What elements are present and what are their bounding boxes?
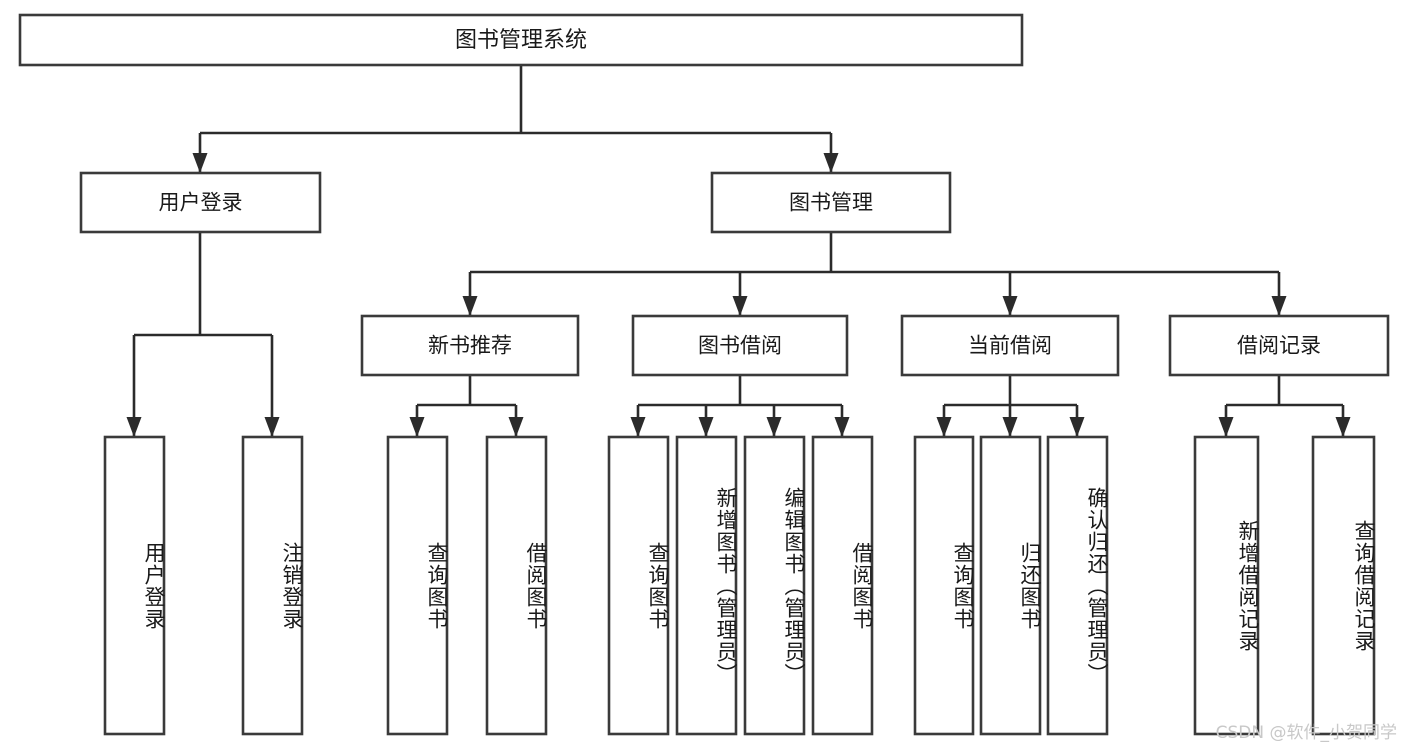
node-box-leaf-query-book-2[interactable] [607, 435, 670, 736]
node-box-leaf-query-book-1[interactable] [386, 435, 449, 736]
node-box-leaf-edit-book[interactable] [743, 435, 806, 736]
node-box-borrow-record[interactable] [1168, 314, 1390, 377]
node-label-book-borrow: 图书借阅 [698, 334, 782, 358]
node-box-leaf-add-record[interactable] [1193, 435, 1260, 736]
user-login-to-leaves-arrow-0 [126, 417, 142, 437]
box-layer [18, 13, 1390, 736]
node-label-new-book-recommend: 新书推荐 [428, 334, 512, 358]
book-manage-to-level3-arrow-0 [462, 296, 478, 316]
node-label-root: 图书管理系统 [455, 28, 587, 53]
current-to-leaves-arrow-2 [1069, 417, 1085, 437]
node-box-leaf-query-book-3[interactable] [913, 435, 975, 736]
node-box-leaf-user-login[interactable] [103, 435, 166, 736]
node-label-borrow-record: 借阅记录 [1237, 334, 1321, 358]
node-label-book-manage: 图书管理 [789, 191, 873, 215]
node-box-leaf-confirm-return[interactable] [1046, 435, 1109, 736]
borrow-to-leaves-arrow-2 [766, 417, 782, 437]
node-box-current-borrow[interactable] [900, 314, 1120, 377]
book-manage-to-level3-arrow-3 [1271, 296, 1287, 316]
borrow-to-leaves-arrow-3 [834, 417, 850, 437]
recommend-to-leaves-arrow-1 [508, 417, 524, 437]
user-login-to-leaves-arrow-1 [264, 417, 280, 437]
node-box-leaf-logout[interactable] [241, 435, 304, 736]
node-box-leaf-add-book[interactable] [675, 435, 738, 736]
current-to-leaves-arrow-1 [1002, 417, 1018, 437]
node-label-current-borrow: 当前借阅 [968, 334, 1052, 358]
node-box-book-borrow[interactable] [631, 314, 849, 377]
watermark: CSDN @软件_小贺同学 [1215, 723, 1397, 743]
root-to-level2-arrow-0 [192, 153, 208, 173]
borrow-to-leaves-arrow-0 [630, 417, 646, 437]
recommend-to-leaves-arrow-0 [409, 417, 425, 437]
current-to-leaves-arrow-0 [936, 417, 952, 437]
record-to-leaves-arrow-0 [1218, 417, 1234, 437]
book-manage-to-level3-arrow-2 [1002, 296, 1018, 316]
node-box-leaf-borrow-book-1[interactable] [485, 435, 548, 736]
node-box-book-manage[interactable] [710, 171, 952, 234]
borrow-to-leaves-arrow-1 [698, 417, 714, 437]
node-box-leaf-query-record[interactable] [1311, 435, 1376, 736]
root-to-level2-arrow-1 [823, 153, 839, 173]
node-box-new-book-recommend[interactable] [360, 314, 580, 377]
connector-layer [126, 65, 1351, 437]
node-box-root[interactable] [18, 13, 1024, 67]
node-box-leaf-borrow-book-2[interactable] [811, 435, 874, 736]
book-manage-to-level3-arrow-1 [732, 296, 748, 316]
node-box-user-login[interactable] [79, 171, 322, 234]
node-box-leaf-return-book[interactable] [979, 435, 1042, 736]
record-to-leaves-arrow-1 [1335, 417, 1351, 437]
node-label-user-login: 用户登录 [159, 191, 243, 215]
